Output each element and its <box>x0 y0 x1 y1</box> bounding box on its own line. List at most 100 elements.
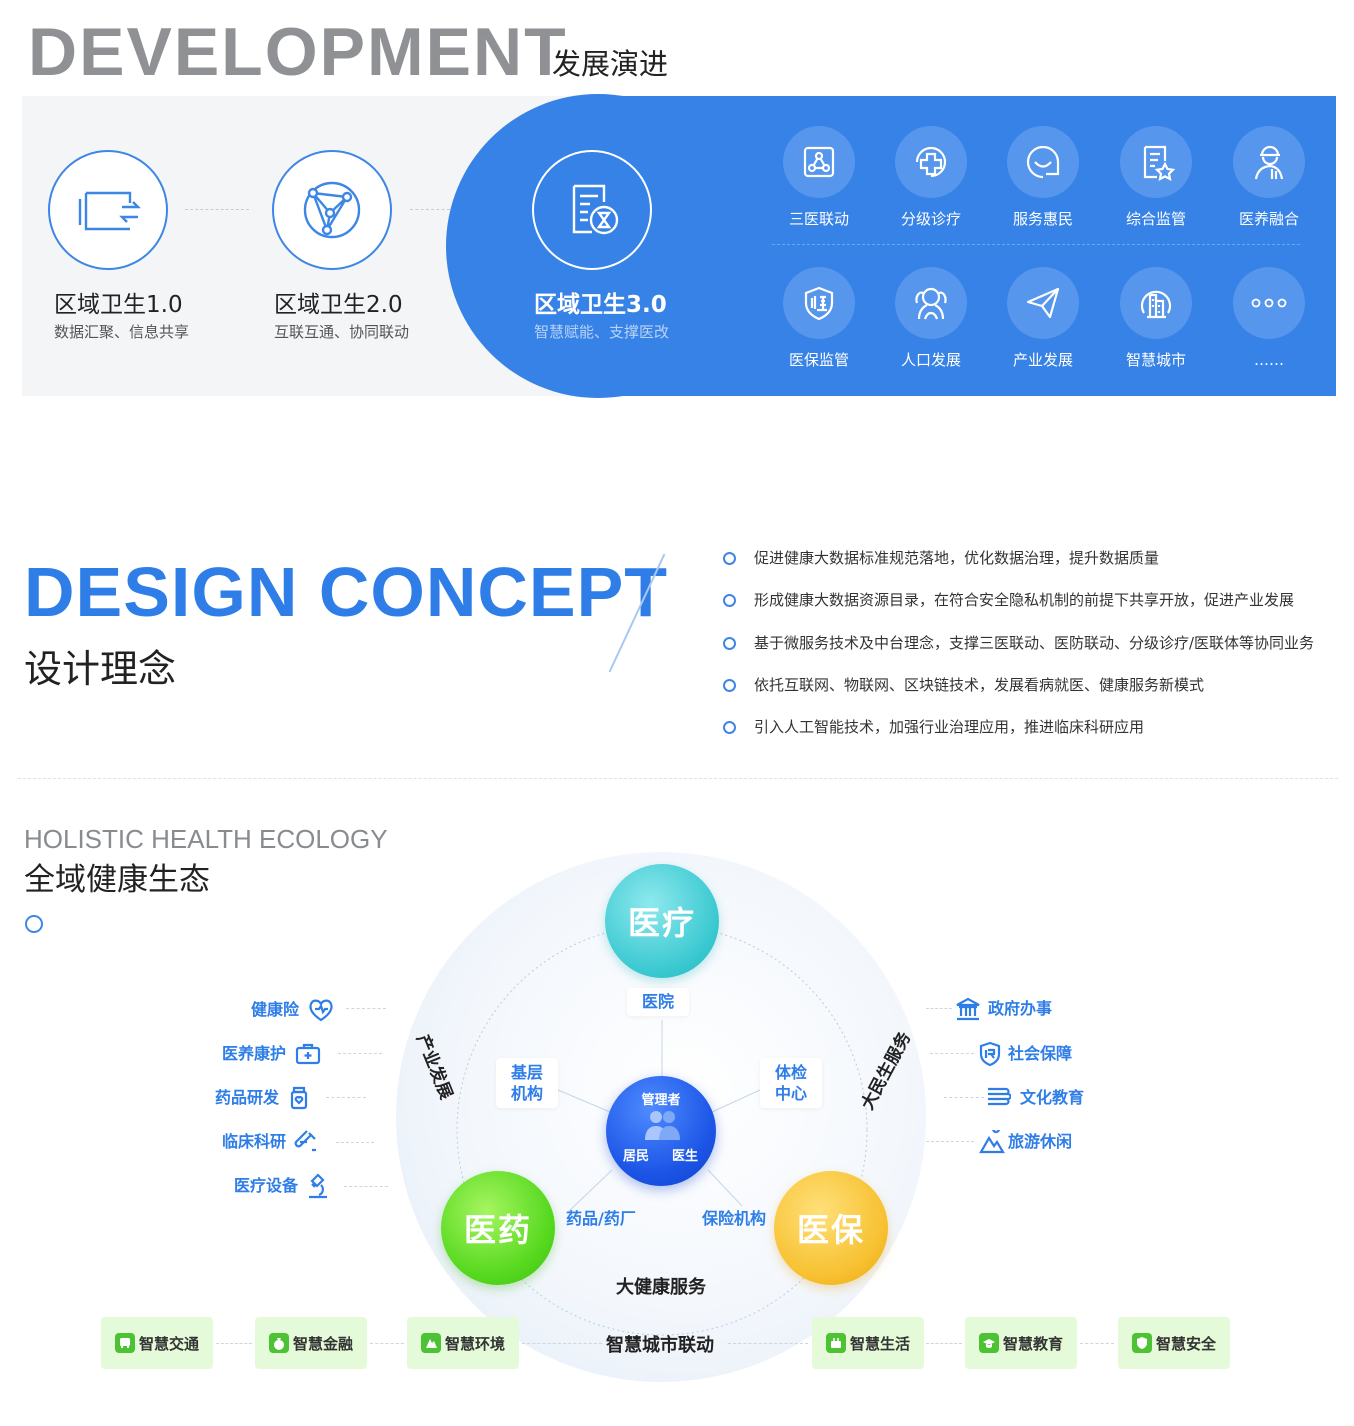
service-item[interactable]: 人口发展 <box>876 267 986 370</box>
ecology-title-cn: 全域健康生态 <box>24 862 210 898</box>
service-item[interactable]: 三医联动 <box>764 126 874 229</box>
stage-1-title: 区域卫生1.0 <box>54 292 183 318</box>
design-concept-title-en: DESIGN CONCEPT <box>24 553 669 631</box>
connector-line <box>728 1343 808 1344</box>
node-insurance: 医保 <box>774 1171 888 1285</box>
design-point-text: 引入人工智能技术，加强行业治理应用，推进临床科研应用 <box>754 718 1145 737</box>
right-item-label: 文化教育 <box>1020 1088 1085 1107</box>
service-label: 产业发展 <box>1012 351 1073 369</box>
service-icon-circle <box>895 267 967 339</box>
graduation-cap-icon <box>978 1333 999 1353</box>
city-item-label: 智慧教育 <box>1002 1334 1063 1353</box>
more-dots-icon <box>1251 298 1287 308</box>
left-item[interactable]: 健康险 <box>251 996 335 1024</box>
microscope-icon <box>304 1172 332 1200</box>
bus-icon <box>114 1333 135 1353</box>
connector-line <box>370 1343 404 1344</box>
smart-document-icon <box>572 184 619 235</box>
service-item[interactable]: 医养融合 <box>1214 126 1324 229</box>
left-item[interactable]: 临床科研 <box>222 1128 320 1156</box>
connector-line <box>338 1053 382 1054</box>
connector-line <box>926 1008 952 1009</box>
books-icon <box>984 1084 1012 1112</box>
node-center: 管理者 居民 医生 <box>606 1076 716 1186</box>
right-item[interactable]: 社会保障 <box>976 1040 1072 1068</box>
medical-cross-icon <box>915 146 947 178</box>
connector-line <box>944 1097 984 1098</box>
design-point-text: 依托互联网、物联网、区块链技术，发展看病就医、健康服务新模式 <box>754 675 1205 694</box>
connector-line <box>1080 1343 1114 1344</box>
service-item[interactable]: …… <box>1214 267 1324 370</box>
left-item[interactable]: 医养康护 <box>222 1040 322 1068</box>
services-divider <box>772 244 1300 245</box>
city-item-education[interactable]: 智慧教育 <box>965 1317 1077 1369</box>
city-item-traffic[interactable]: 智慧交通 <box>101 1317 213 1369</box>
city-item-life[interactable]: 智慧生活 <box>812 1317 924 1369</box>
ecology-title-en: HOLISTIC HEALTH ECOLOGY <box>24 824 388 854</box>
service-icon-circle <box>1120 126 1192 198</box>
service-icon-circle <box>1120 267 1192 339</box>
stage-connector <box>185 209 249 210</box>
medkit-icon <box>294 1040 322 1068</box>
city-item-finance[interactable]: 智慧金融 <box>255 1317 367 1369</box>
service-label: 服务惠民 <box>1012 210 1073 228</box>
list-item: 引入人工智能技术，加强行业治理应用，推进临床科研应用 <box>722 715 1314 757</box>
list-item: 形成健康大数据资源目录，在符合安全隐私机制的前提下共享开放，促进产业发展 <box>722 588 1314 630</box>
paper-plane-icon <box>1026 287 1060 319</box>
right-item[interactable]: 文化教育 <box>984 1084 1084 1112</box>
right-item[interactable]: 政府办事 <box>954 995 1052 1023</box>
city-item-label: 智慧安全 <box>1155 1334 1216 1353</box>
left-item[interactable]: 医疗设备 <box>234 1172 332 1200</box>
service-icon-circle <box>783 267 855 339</box>
stage-2-subtitle: 互联互通、协同联动 <box>274 323 410 341</box>
insurance-shield-icon <box>976 1040 1004 1068</box>
development-title-cn: 发展演进 <box>552 47 669 81</box>
city-item-label: 智慧金融 <box>292 1334 353 1353</box>
list-item: 促进健康大数据标准规范落地，优化数据治理，提升数据质量 <box>722 546 1314 588</box>
city-item-safety[interactable]: 智慧安全 <box>1118 1317 1230 1369</box>
development-title-en: DEVELOPMENT <box>28 14 568 90</box>
city-item-environment[interactable]: 智慧环境 <box>407 1317 519 1369</box>
service-icon-circle <box>783 126 855 198</box>
pill-bottle-icon <box>285 1084 313 1112</box>
connector-line <box>326 1097 366 1098</box>
service-item[interactable]: 服务惠民 <box>988 126 1098 229</box>
service-label: 三医联动 <box>788 210 849 228</box>
label-pharma-factory: 药品/药厂 <box>566 1209 636 1228</box>
service-item[interactable]: 智慧城市 <box>1101 267 1211 370</box>
service-label: 人口发展 <box>900 351 961 369</box>
stage-3-ring <box>532 150 652 270</box>
design-point-text: 基于微服务技术及中台理念，支撑三医联动、医防联动、分级诊疗/医联体等协同业务 <box>754 633 1315 652</box>
city-item-label: 智慧交通 <box>138 1334 199 1353</box>
service-label: 智慧城市 <box>1125 351 1186 369</box>
center-left-label: 居民 <box>623 1149 650 1164</box>
right-item[interactable]: 旅游休闲 <box>978 1128 1072 1156</box>
tag-hospital: 医院 <box>627 988 689 1016</box>
connector-line <box>926 1343 962 1344</box>
test-tube-icon <box>292 1128 320 1156</box>
section-divider <box>18 778 1338 779</box>
service-item[interactable]: 分级诊疗 <box>876 126 986 229</box>
tag-checkup-center: 体检 中心 <box>760 1058 822 1108</box>
service-item[interactable]: 产业发展 <box>988 267 1098 370</box>
connector-line <box>930 1053 974 1054</box>
left-item-label: 药品研发 <box>215 1088 280 1107</box>
shield-monitor-icon <box>804 286 834 321</box>
people-icon <box>645 1111 680 1140</box>
arc-label-city-linkage: 智慧城市联动 <box>606 1335 714 1356</box>
data-transfer-icon <box>78 191 141 231</box>
service-label: …… <box>1254 351 1284 369</box>
left-item[interactable]: 药品研发 <box>215 1084 313 1112</box>
stage-2-ring <box>272 150 392 270</box>
node-medical: 医疗 <box>605 864 719 978</box>
service-item[interactable]: 医保监管 <box>764 267 874 370</box>
stage-1-ring <box>48 150 168 270</box>
arc-label-big-health: 大健康服务 <box>616 1277 706 1298</box>
service-icon-circle <box>895 126 967 198</box>
checklist-icon <box>1143 145 1175 181</box>
population-icon <box>915 287 947 320</box>
service-item[interactable]: 综合监管 <box>1101 126 1211 229</box>
left-item-label: 医疗设备 <box>234 1176 299 1195</box>
network-nodes-icon <box>303 181 361 239</box>
